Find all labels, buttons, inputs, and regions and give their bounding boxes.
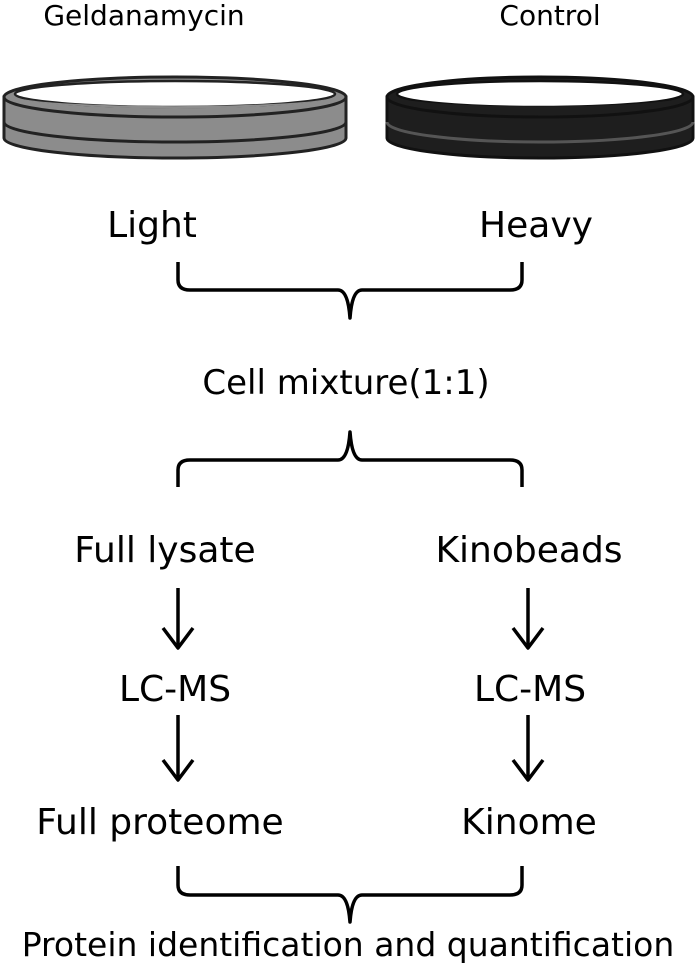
control-label: Control (499, 0, 601, 32)
heavy-label: Heavy (479, 205, 593, 246)
light-label: Light (107, 205, 197, 246)
treatment-label: Geldanamycin (43, 0, 245, 32)
petri-dish-heavy (385, 75, 695, 160)
brace-merge-2 (176, 866, 524, 924)
final-step-label: Protein identification and quantificatio… (21, 925, 675, 964)
arrow-kinobeads-to-lcms (511, 588, 545, 650)
cell-mixture-label: Cell mixture(1:1) (202, 363, 490, 403)
arrow-lcms-to-kinome (511, 715, 545, 782)
arrow-lcms-to-proteome (161, 715, 195, 782)
dish-light-bottom-rim (2, 121, 348, 144)
lcms-right-label: LC-MS (473, 669, 587, 710)
full-proteome-label: Full proteome (36, 802, 284, 843)
petri-dish-light (2, 75, 348, 160)
dish-heavy-lid-liquid (399, 98, 681, 109)
kinobeads-label: Kinobeads (435, 530, 623, 571)
dish-heavy-lid-inner (395, 79, 685, 109)
dish-light-lid-inner (13, 79, 337, 109)
full-lysate-label: Full lysate (74, 530, 256, 571)
arrow-lysate-to-lcms (161, 588, 195, 650)
brace-merge-1 (176, 262, 524, 320)
brace-split (176, 430, 524, 487)
kinome-label: Kinome (461, 802, 597, 843)
lcms-left-label: LC-MS (118, 669, 232, 710)
dish-light-lid-liquid (18, 98, 332, 109)
dish-heavy-bottom-rim (385, 121, 695, 144)
